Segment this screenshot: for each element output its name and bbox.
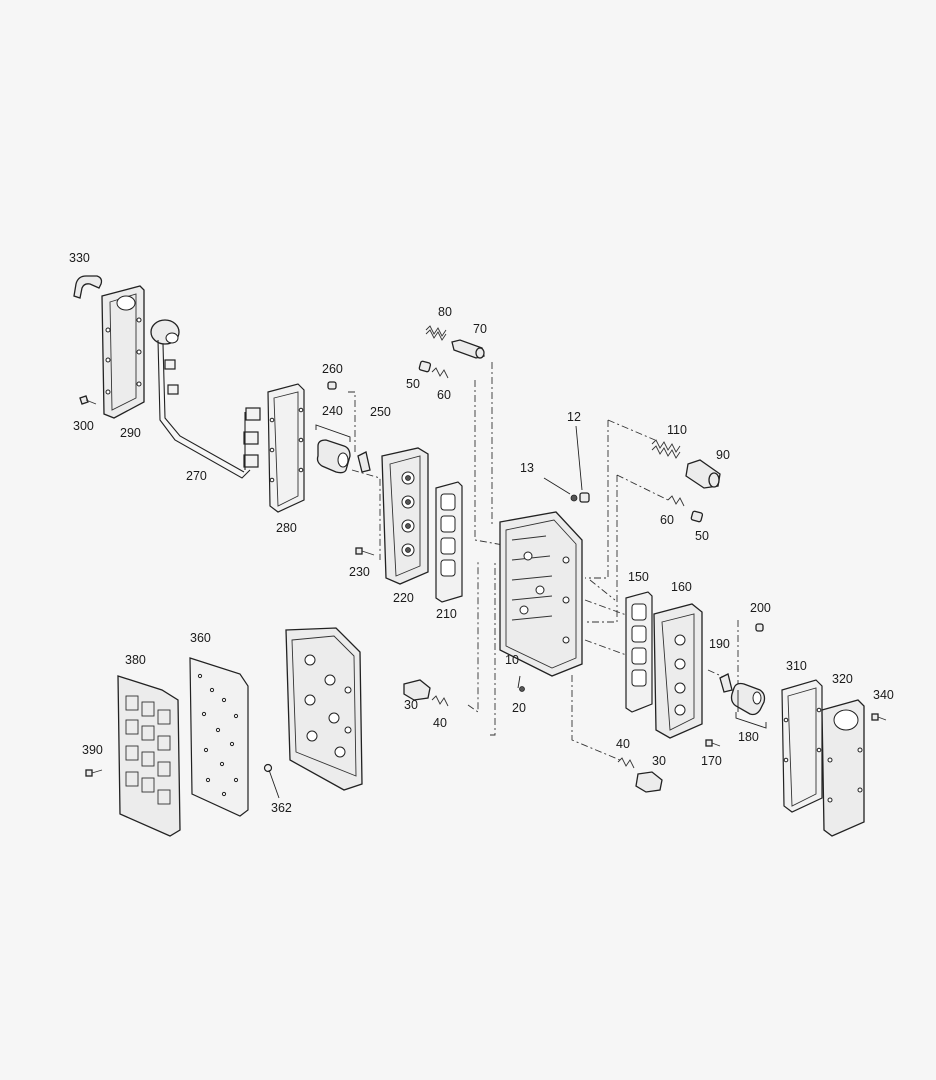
callout-20: 20 — [512, 701, 526, 715]
screw-170 — [705, 739, 721, 747]
plate-380 — [117, 675, 181, 837]
callout-330: 330 — [69, 251, 90, 265]
callout-250: 250 — [370, 405, 391, 419]
plug-12 — [579, 492, 590, 503]
screw-300 — [79, 395, 97, 405]
callout-220: 220 — [393, 591, 414, 605]
ball-20 — [519, 686, 525, 692]
callout-12: 12 — [567, 410, 581, 424]
valve-body-220 — [381, 447, 429, 585]
clip-330 — [73, 275, 103, 299]
valve-piston-90 — [685, 459, 721, 489]
callout-290: 290 — [120, 426, 141, 440]
spring-60-right — [667, 495, 685, 507]
callout-280: 280 — [276, 521, 297, 535]
callout-180: 180 — [738, 730, 759, 744]
screen-362 — [263, 763, 273, 773]
callout-70: 70 — [473, 322, 487, 336]
spring-40-left — [431, 695, 449, 707]
callout-labels: 330 300 290 270 280 260 240 250 230 220 … — [69, 251, 894, 815]
spring-60-top — [431, 367, 449, 379]
spring-110 — [651, 439, 681, 459]
holder-190 — [719, 673, 733, 693]
callout-380: 380 — [125, 653, 146, 667]
intermediate-plate-360 — [189, 657, 249, 817]
callout-90: 90 — [716, 448, 730, 462]
cover-320 — [821, 699, 865, 837]
screw-340 — [871, 713, 887, 721]
holder-250 — [357, 451, 371, 473]
callout-360: 360 — [190, 631, 211, 645]
valve-50-right — [690, 510, 704, 523]
valve-body-160 — [653, 603, 703, 739]
gasket-150 — [625, 591, 653, 713]
callout-150: 150 — [628, 570, 649, 584]
pressure-regulator-240 — [315, 424, 351, 474]
callout-13: 13 — [520, 461, 534, 475]
callout-80: 80 — [438, 305, 452, 319]
plug-260 — [327, 381, 337, 390]
callout-390: 390 — [82, 743, 103, 757]
callout-160: 160 — [671, 580, 692, 594]
valve-30-right — [635, 771, 663, 793]
callout-210: 210 — [436, 607, 457, 621]
gasket-280 — [267, 383, 305, 513]
callout-40-left: 40 — [433, 716, 447, 730]
plug-200 — [755, 623, 764, 632]
screw-390 — [85, 769, 103, 777]
callout-260: 260 — [322, 362, 343, 376]
ball-13 — [570, 494, 578, 502]
callout-362: 362 — [271, 801, 292, 815]
callout-310: 310 — [786, 659, 807, 673]
gasket-310 — [781, 679, 823, 813]
callout-170: 170 — [701, 754, 722, 768]
callout-110: 110 — [667, 423, 687, 437]
callout-60-top: 60 — [437, 388, 451, 402]
valve-50-top — [418, 360, 432, 373]
callout-190: 190 — [709, 637, 730, 651]
spring-80 — [425, 325, 447, 341]
callout-200: 200 — [750, 601, 771, 615]
callout-50-top: 50 — [406, 377, 420, 391]
callout-50-right: 50 — [695, 529, 709, 543]
callout-40-right: 40 — [616, 737, 630, 751]
callout-240: 240 — [322, 404, 343, 418]
spring-40-right — [617, 757, 635, 769]
valve-30-left — [403, 679, 431, 701]
callout-60-right: 60 — [660, 513, 674, 527]
callout-230: 230 — [349, 565, 370, 579]
callout-320: 320 — [832, 672, 853, 686]
leader-lines — [268, 425, 739, 799]
callout-30-right: 30 — [652, 754, 666, 768]
callout-300: 300 — [73, 419, 94, 433]
pressure-regulator-180 — [730, 682, 767, 729]
screw-230 — [355, 547, 375, 556]
callout-270: 270 — [186, 469, 207, 483]
gasket-210 — [435, 481, 463, 603]
callout-30-left: 30 — [404, 698, 418, 712]
valve-piston-70 — [451, 339, 485, 359]
wiring-harness-270 — [150, 319, 261, 479]
main-valve-housing-10 — [499, 511, 583, 677]
assembled-valve-body — [285, 627, 363, 791]
callout-340: 340 — [873, 688, 894, 702]
callout-10: 10 — [505, 653, 519, 667]
cover-290 — [101, 285, 145, 419]
